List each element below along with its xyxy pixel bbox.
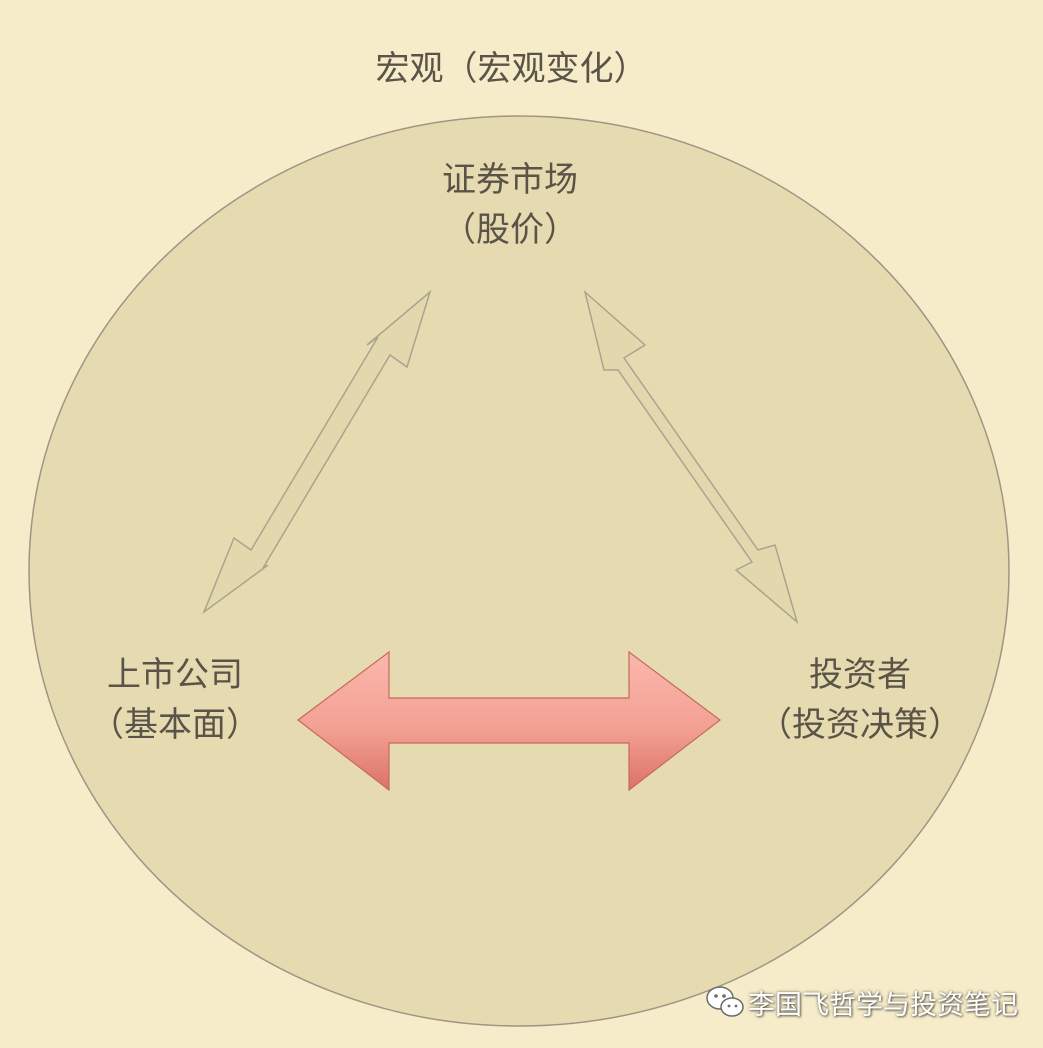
node-market-line2: （股价） [442,210,578,250]
wechat-icon [706,986,744,1017]
node-investor-line2: （投资决策） [758,705,962,745]
node-investor-line1: 投资者 [809,655,911,695]
node-company-line1: 上市公司 [107,655,243,695]
diagram-title: 宏观（宏观变化） [375,49,648,89]
macro-circle [28,115,1010,1027]
company-market-double-arrow [202,289,432,615]
market-investor-double-arrow [583,289,799,625]
node-market-line1: 证券市场 [442,160,578,200]
watermark: 李国飞哲学与投资笔记 [700,980,1018,1024]
node-listed-company: 上市公司 （基本面） [45,650,305,750]
company-investor-big-double-arrow [297,650,721,792]
watermark-text: 李国飞哲学与投资笔记 [748,989,1018,1021]
node-investor: 投资者 （投资决策） [730,650,990,750]
node-company-line2: （基本面） [90,705,260,745]
node-securities-market: 证券市场 （股价） [360,155,660,255]
watermark-icon-spacer [700,987,740,1017]
